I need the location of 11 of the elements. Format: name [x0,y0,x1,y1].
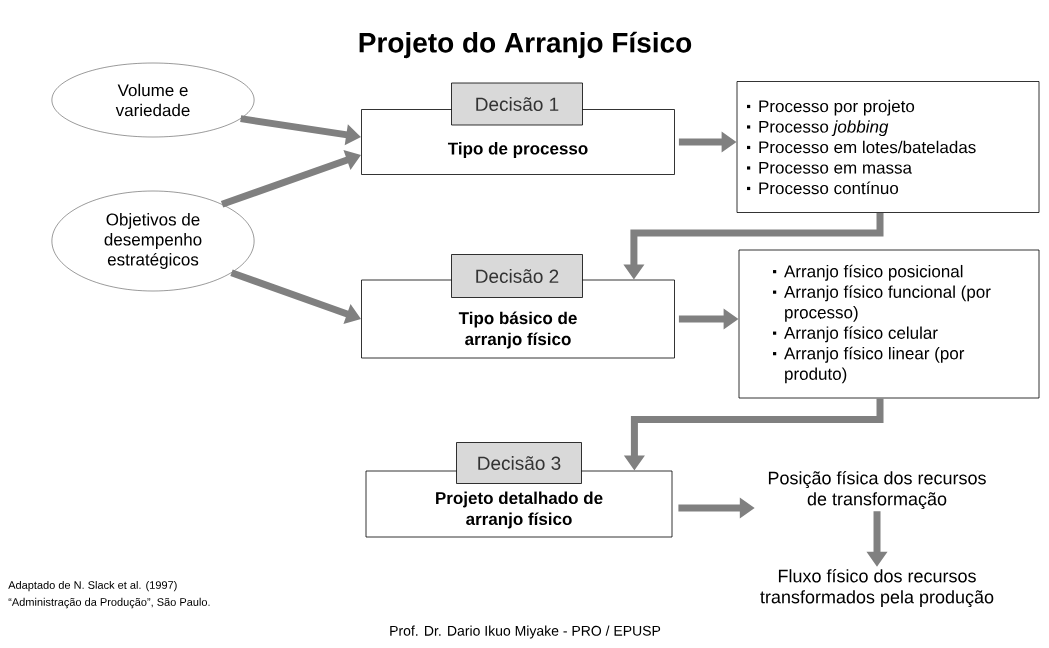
decision-tab: Decisão 3 [456,442,582,484]
decision-box: Projeto detalhado de arranjo físico [365,470,673,538]
note-text: “Administração da Produção”, São Paulo. [8,597,210,609]
title: Projeto do Arranjo Físico [359,31,692,59]
decision-tab: Decisão 1 [451,82,583,126]
note-text: Prof. Dr. Dario Ikuo Miyake - PRO / EPUSP [390,625,661,639]
option-list-box: Arranjo físico posicional Arranjo físico funcional (por processo) Arranjo físico celular Arranjo físico linear (por produto) [738,249,1040,399]
option-list-box: Processo por projeto Processo jobbing Processo em lotes/bateladas Processo em massa Processo contínuo [736,81,1040,213]
result-text: Posição física dos recursos de transformação [768,470,986,510]
result-text: Fluxo físico dos recursos transformados pela produção [760,568,994,608]
note-text: Adaptado de N. Slack et al. (1997) [8,580,177,592]
